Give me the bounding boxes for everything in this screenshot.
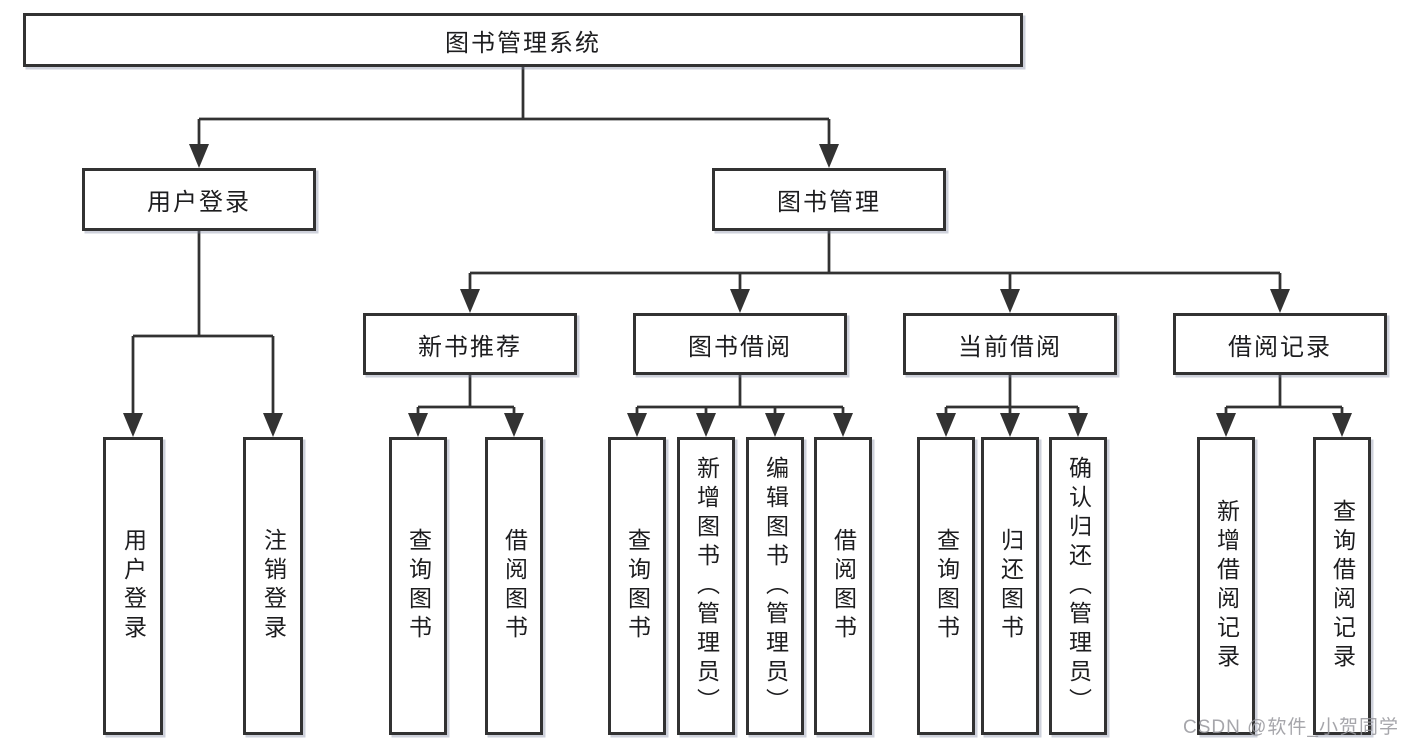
arrow-down-icon bbox=[765, 413, 785, 437]
leaf-edit-books-admin: 编辑图书（管理员） bbox=[746, 437, 804, 735]
arrow-down-icon bbox=[1000, 413, 1020, 437]
node-library-system: 图书管理系统 bbox=[23, 13, 1023, 67]
arrow-down-icon bbox=[1332, 413, 1352, 437]
arrow-down-icon bbox=[819, 144, 839, 168]
arrow-down-icon bbox=[123, 413, 143, 437]
node-new-book-recommend: 新书推荐 bbox=[363, 313, 577, 375]
leaf-borrow-books-1: 借阅图书 bbox=[485, 437, 543, 735]
arrow-down-icon bbox=[936, 413, 956, 437]
node-book-borrow: 图书借阅 bbox=[633, 313, 847, 375]
arrow-down-icon bbox=[730, 289, 750, 313]
arrow-down-icon bbox=[696, 413, 716, 437]
leaf-add-borrow-record: 新增借阅记录 bbox=[1197, 437, 1255, 735]
arrow-down-icon bbox=[263, 413, 283, 437]
edge-root-to-level2 bbox=[197, 67, 831, 162]
arrow-down-icon bbox=[504, 413, 524, 437]
leaf-borrow-books-2: 借阅图书 bbox=[814, 437, 872, 735]
leaf-logout: 注销登录 bbox=[243, 437, 303, 735]
leaf-query-books-1: 查询图书 bbox=[389, 437, 447, 735]
edge-login-to-leaves bbox=[131, 231, 275, 431]
leaf-confirm-return-admin: 确认归还（管理员） bbox=[1049, 437, 1107, 735]
arrow-down-icon bbox=[408, 413, 428, 437]
leaf-user-login: 用户登录 bbox=[103, 437, 163, 735]
arrow-down-icon bbox=[1216, 413, 1236, 437]
leaf-return-books: 归还图书 bbox=[981, 437, 1039, 735]
arrow-down-icon bbox=[1068, 413, 1088, 437]
arrow-down-icon bbox=[460, 289, 480, 313]
arrow-down-icon bbox=[833, 413, 853, 437]
edge-newbooks-to-leaves bbox=[416, 375, 516, 431]
node-book-management: 图书管理 bbox=[712, 168, 946, 231]
arrow-down-icon bbox=[1000, 289, 1020, 313]
arrow-down-icon bbox=[1270, 289, 1290, 313]
node-current-borrow: 当前借阅 bbox=[903, 313, 1117, 375]
node-user-login: 用户登录 bbox=[82, 168, 316, 231]
node-borrow-records: 借阅记录 bbox=[1173, 313, 1387, 375]
arrow-down-icon bbox=[189, 144, 209, 168]
connector-segments bbox=[131, 67, 1344, 431]
edge-management-to-level3 bbox=[468, 231, 1282, 308]
leaf-query-books-2: 查询图书 bbox=[608, 437, 666, 735]
watermark: CSDN @软件_小贺同学 bbox=[1183, 717, 1399, 738]
arrow-down-icon bbox=[627, 413, 647, 437]
leaf-query-borrow-record: 查询借阅记录 bbox=[1313, 437, 1371, 735]
edge-borrow-to-leaves bbox=[635, 375, 845, 431]
edge-records-to-leaves bbox=[1224, 375, 1344, 431]
leaf-add-books-admin: 新增图书（管理员） bbox=[677, 437, 735, 735]
arrowheads bbox=[123, 144, 1352, 437]
leaf-query-books-3: 查询图书 bbox=[917, 437, 975, 735]
